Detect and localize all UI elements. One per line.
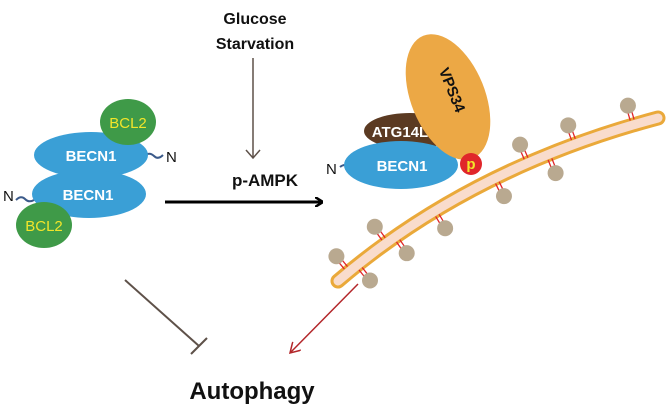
becn1-top-label: BECN1 [66, 148, 117, 165]
lipid-linker [341, 259, 348, 267]
becn1-bottom-label: BECN1 [63, 187, 114, 204]
phospho-label: p [466, 156, 475, 173]
becn1-bottom [32, 170, 146, 218]
becn1-atg14l-vps34-complex: N ATG14L BECN1 VPS34 p [326, 34, 491, 189]
lipid-linker [338, 262, 345, 270]
lipid-linker [438, 214, 444, 222]
lipid-ball [619, 97, 636, 114]
lipid-linker [571, 130, 576, 139]
lipid-linker [395, 241, 402, 249]
atg14l-label: ATG14L [372, 124, 428, 141]
n-terminus-bottom: N [3, 188, 14, 205]
lipid-ball [495, 188, 512, 205]
lipid-linker [631, 111, 635, 120]
n-tail-bottom [15, 196, 35, 203]
outcome-label: Autophagy [189, 378, 315, 405]
stimulus-label-line2: Starvation [216, 36, 294, 53]
lipid-linker [627, 112, 631, 121]
lipid-linker [494, 183, 500, 192]
lipid-ball [560, 117, 577, 134]
autophagy-inhibition-line [124, 279, 200, 347]
membrane [330, 110, 666, 289]
lipid-linker [547, 159, 552, 168]
bcl2-bottom [16, 202, 72, 248]
bcl2-top-label: BCL2 [109, 115, 147, 132]
lipid-linker [361, 267, 368, 275]
lipid-ball [437, 220, 454, 237]
lipid-linker [399, 239, 405, 247]
lipid-anchors [328, 97, 636, 289]
becn1-bcl2-complex: N N BECN1 BECN1 BCL2 BCL2 [3, 99, 177, 248]
kinase-label: p-AMPK [232, 171, 299, 190]
phospho-site [460, 153, 482, 175]
lipid-linker [498, 181, 504, 190]
lipid-linker [568, 132, 573, 141]
inhibition-bar [190, 337, 208, 355]
becn1-right-label: BECN1 [377, 158, 428, 175]
lipid-linker [379, 230, 386, 239]
lipid-linker [520, 151, 525, 160]
n-terminus-right: N [326, 161, 337, 178]
stimulus-label-line1: Glucose [223, 11, 286, 28]
bcl2-top [100, 99, 156, 145]
autophagy-induction-arrow [290, 283, 359, 353]
lipid-ball [366, 218, 383, 235]
n-terminus-top: N [166, 149, 177, 166]
lipid-linker [524, 149, 529, 158]
lipid-ball [361, 272, 378, 289]
lipid-linker [435, 216, 441, 224]
becn1-right [344, 141, 458, 189]
vps34 [405, 34, 491, 160]
stimulus-arrowhead-icon [245, 149, 261, 160]
lipid-ball [512, 136, 529, 153]
lipid-linker [551, 158, 556, 167]
lipid-linker [376, 233, 383, 241]
lipid-ball [328, 248, 345, 265]
bcl2-bottom-label: BCL2 [25, 218, 63, 235]
lipid-ball [398, 245, 415, 262]
lipid-ball [547, 165, 564, 182]
lipid-linker [358, 269, 365, 277]
